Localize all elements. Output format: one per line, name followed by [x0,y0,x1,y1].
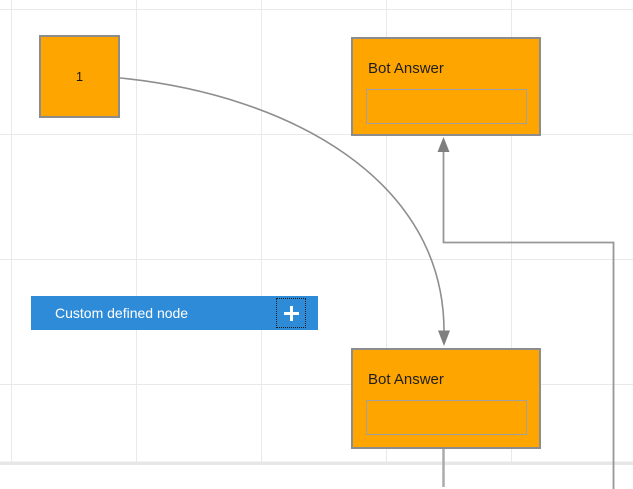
arrowhead-down-icon [438,330,450,346]
plus-icon [283,305,299,321]
node-start-label: 1 [75,69,84,84]
connector-elbow[interactable] [442,151,615,489]
node-title: Bot Answer [368,60,444,77]
node-title: Bot Answer [368,371,444,388]
add-port-button[interactable] [276,298,306,328]
node-bot-answer-bottom[interactable]: Bot Answer [351,348,541,449]
arrowhead-up-icon [437,137,450,152]
node-start[interactable]: 1 [39,35,120,118]
custom-node-label: Custom defined node [55,305,189,321]
canvas-bottom-boundary [0,461,633,465]
node-custom-defined[interactable]: Custom defined node [31,296,318,330]
bot-answer-input-box[interactable] [366,89,527,124]
connector-curve[interactable] [119,77,445,332]
bot-answer-input-box[interactable] [366,400,527,435]
node-bot-answer-top[interactable]: Bot Answer [351,37,541,136]
